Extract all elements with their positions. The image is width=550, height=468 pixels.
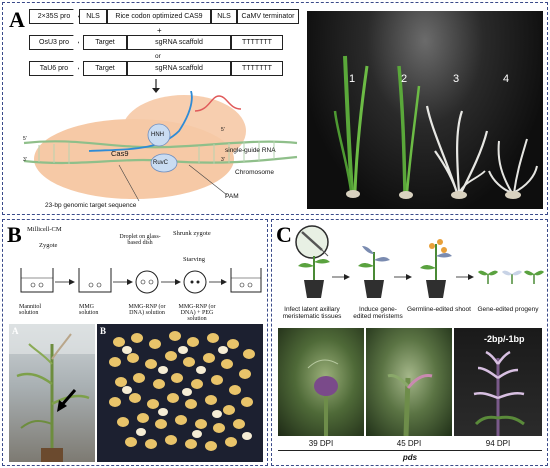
mutation-label: -2bp/-1bp bbox=[484, 334, 525, 344]
panel-a-letter: A bbox=[9, 7, 25, 32]
maize-plant-photo: A bbox=[9, 324, 95, 462]
label-shrunk-zygote: Shrunk zygote bbox=[173, 230, 211, 237]
target-1: Target bbox=[83, 35, 127, 50]
step-infect: Infect latent axillary meristematic tiss… bbox=[282, 306, 342, 320]
dpi-divider-line bbox=[278, 450, 542, 451]
promoter-35s: 2×35S pro bbox=[29, 9, 79, 24]
gene-label-pds: pds bbox=[402, 453, 418, 462]
cas9-blob-main bbox=[34, 119, 234, 199]
terminator-t-2: TTTTTTT bbox=[231, 61, 283, 76]
photo-94-dpi-drawing bbox=[473, 350, 525, 436]
nls-1: NLS bbox=[79, 9, 107, 24]
kernels-photo: B bbox=[97, 324, 263, 462]
seedling-photo: 1 2 3 4 bbox=[307, 11, 543, 209]
camv-terminator: CaMV terminator bbox=[237, 9, 299, 24]
sgrna-scaffold-2: sgRNA scaffold bbox=[127, 61, 231, 76]
label-3prime-a: 3' bbox=[23, 157, 27, 163]
label-mmg-rnp-peg: MMG-RNP (or DNA) + PEG solution bbox=[178, 304, 216, 322]
label-ruvc: RuvC bbox=[153, 160, 169, 166]
label-droplet: Droplet on glass-based dish bbox=[119, 234, 161, 246]
sgrna-hairpin bbox=[194, 95, 242, 112]
label-mmg: MMG solution bbox=[79, 304, 99, 316]
construct-osu3: OsU3 pro Target sgRNA scaffold TTTTTTT bbox=[29, 35, 299, 50]
label-millicell: Millicell-CM bbox=[27, 226, 62, 233]
label-mannitol: Mannitol solution bbox=[19, 304, 41, 316]
photo-94-dpi: -2bp/-1bp bbox=[454, 328, 542, 436]
panel-b: B Millicell-CM Zygote Droplet on glass-b… bbox=[2, 219, 268, 466]
nls-2: NLS bbox=[211, 9, 237, 24]
pam-pointer bbox=[188, 164, 228, 196]
panel-a: A 2×35S pro NLS Rice codon optimized CAS… bbox=[2, 2, 548, 215]
target-pointer bbox=[118, 164, 140, 202]
label-5prime-b: 5' bbox=[221, 127, 225, 133]
photo-sublabel-b: B bbox=[100, 326, 107, 336]
zygote-workflow-diagram bbox=[20, 268, 262, 294]
photo-39-dpi-drawing bbox=[307, 359, 339, 436]
photo-45-dpi-drawing bbox=[387, 374, 433, 436]
construct-cas9: 2×35S pro NLS Rice codon optimized CAS9 … bbox=[29, 9, 299, 24]
step-induce: Induce gene-edited meristems bbox=[353, 306, 403, 320]
plant-number-1: 1 bbox=[349, 73, 356, 85]
label-94-dpi: 94 DPI bbox=[485, 439, 511, 448]
label-pam: PAM bbox=[225, 193, 239, 200]
terminator-t-1: TTTTTTT bbox=[231, 35, 283, 50]
seedlings-drawing bbox=[333, 55, 538, 199]
step-germline: Germline-edited shoot bbox=[407, 306, 471, 313]
label-5prime-a: 5' bbox=[23, 136, 27, 142]
photo-sublabel-a: A bbox=[12, 326, 19, 336]
promoter-osu3: OsU3 pro bbox=[29, 35, 79, 50]
infection-workflow-diagram bbox=[295, 225, 544, 298]
label-45-dpi: 45 DPI bbox=[396, 439, 422, 448]
label-mmg-rnp: MMG-RNP (or DNA) solution bbox=[128, 304, 166, 316]
label-3prime-b: 3' bbox=[221, 157, 225, 163]
target-2: Target bbox=[83, 61, 127, 76]
plant-number-2: 2 bbox=[401, 73, 408, 85]
photo-45-dpi bbox=[366, 328, 452, 436]
label-sgrna: single-guide RNA bbox=[225, 147, 276, 154]
photo-39-dpi bbox=[278, 328, 364, 436]
panel-c-letter: C bbox=[276, 222, 292, 247]
kernels-drawing bbox=[109, 331, 255, 451]
label-starving: Starving bbox=[183, 256, 206, 263]
panel-c: C Infect laten bbox=[271, 219, 548, 466]
label-39-dpi: 39 DPI bbox=[308, 439, 334, 448]
panel-b-letter: B bbox=[7, 222, 22, 247]
label-target-seq: 23-bp genomic target sequence bbox=[45, 202, 137, 209]
label-hnh: HNH bbox=[151, 132, 164, 138]
plant-number-3: 3 bbox=[453, 73, 460, 85]
promoter-tau6: TaU6 pro bbox=[29, 61, 79, 76]
label-cas9: Cas9 bbox=[111, 149, 129, 158]
hnh-domain bbox=[147, 123, 171, 147]
step-progeny: Gene-edited progeny bbox=[477, 306, 539, 313]
plant-number-4: 4 bbox=[503, 73, 510, 85]
plus-sign: + bbox=[157, 26, 162, 35]
or-text: or bbox=[155, 53, 161, 60]
label-zygote: Zygote bbox=[39, 242, 58, 249]
construct-tau6: TaU6 pro Target sgRNA scaffold TTTTTTT bbox=[29, 61, 299, 76]
cas9-mechanism-diagram bbox=[23, 91, 298, 202]
label-chromosome: Chromosome bbox=[235, 169, 275, 176]
maize-plant-drawing bbox=[9, 324, 95, 462]
sgrna-scaffold-1: sgRNA scaffold bbox=[127, 35, 231, 50]
down-arrow-icon bbox=[152, 79, 160, 93]
cas9-gene: Rice codon optimized CAS9 bbox=[107, 9, 211, 24]
dna-rungs bbox=[38, 141, 275, 164]
dna-top-strand bbox=[23, 140, 298, 149]
ruvc-domain bbox=[150, 153, 178, 173]
sgrna-strand bbox=[88, 91, 193, 152]
